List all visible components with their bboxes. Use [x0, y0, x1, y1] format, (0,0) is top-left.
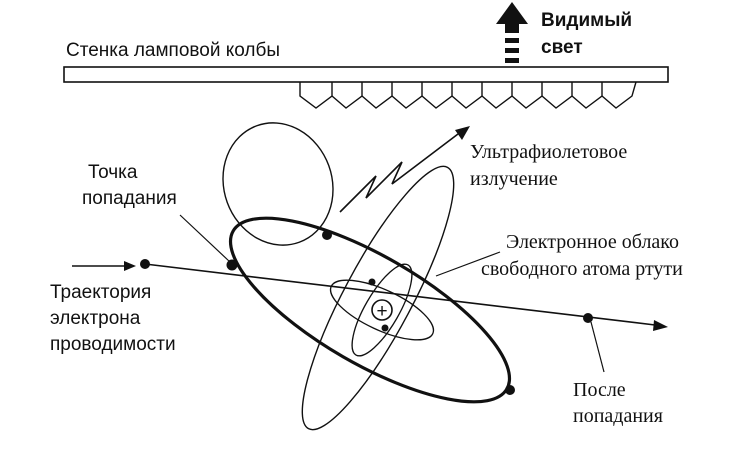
- nucleus: [371, 299, 393, 321]
- visible-light-arrow: [496, 2, 528, 63]
- excited-electron: [322, 230, 332, 240]
- impact-leader: [179, 214, 231, 263]
- after-label-1: После: [573, 379, 626, 401]
- electron-after: [583, 313, 593, 323]
- wall-label: Стенка ламповой колбы: [66, 40, 280, 61]
- electron-incoming: [140, 259, 150, 269]
- uv-zigzag: [339, 133, 459, 213]
- nucleus-sign: +: [376, 301, 387, 322]
- impact-label-1: Точка: [88, 162, 138, 183]
- cloud-label-2: свободного атома ртути: [481, 258, 683, 280]
- uv-label-1: Ультрафиолетовое: [470, 141, 627, 163]
- trajectory-label-3: проводимости: [50, 334, 176, 355]
- visible-light-label-2: свет: [541, 37, 583, 58]
- uv-label-2: излучение: [470, 168, 558, 190]
- orbit-electron-lower: [505, 385, 515, 395]
- upper-loop: [222, 122, 334, 246]
- trajectory-line: [144, 263, 656, 326]
- impact-point: [226, 259, 238, 271]
- inner-electron-top: [368, 278, 376, 286]
- visible-light-label-1: Видимый: [541, 10, 632, 31]
- bulb-wall: [63, 66, 669, 83]
- uv-arrowhead: [455, 126, 470, 140]
- trajectory-label-1: Траектория: [50, 282, 151, 303]
- outgoing-arrowhead: [653, 320, 668, 331]
- incoming-arrowhead: [124, 261, 136, 271]
- after-leader: [590, 321, 605, 373]
- cloud-leader: [435, 251, 501, 277]
- impact-label-2: попадания: [82, 188, 177, 209]
- inner-electron-bottom: [381, 324, 389, 332]
- phosphor-coating: [299, 81, 637, 109]
- cloud-label-1: Электронное облако: [506, 231, 679, 253]
- trajectory-label-2: электрона: [50, 308, 141, 329]
- after-label-2: попадания: [573, 405, 663, 427]
